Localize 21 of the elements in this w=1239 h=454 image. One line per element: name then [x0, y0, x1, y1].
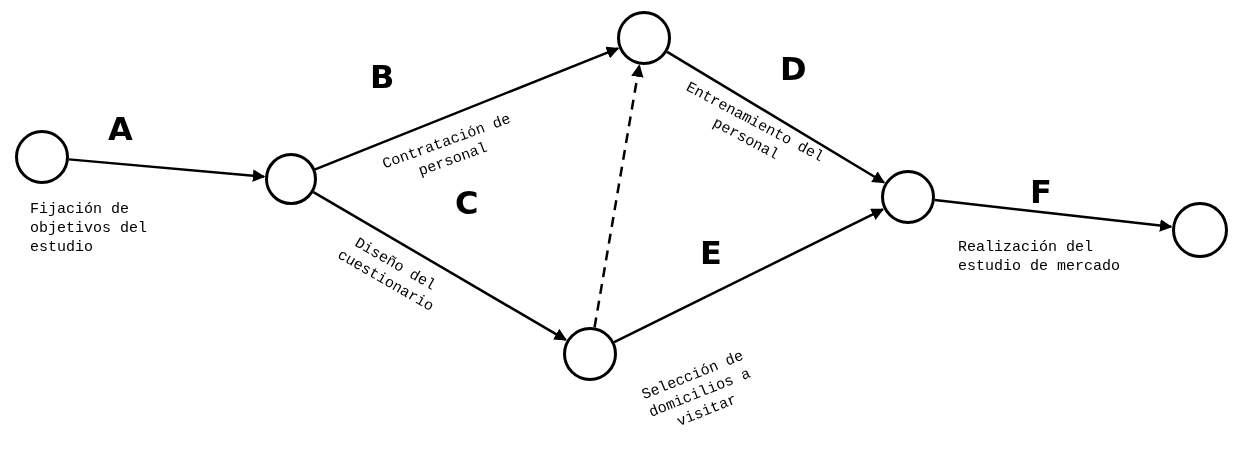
- arrow: [68, 158, 266, 182]
- arrow: [666, 50, 886, 184]
- event-circle: [15, 130, 69, 184]
- edge-label: A: [108, 112, 133, 146]
- arrow: [314, 46, 620, 171]
- event-circle: [617, 11, 671, 65]
- arrow: [312, 191, 567, 341]
- arrow: [934, 198, 1173, 232]
- edge-label: E: [700, 236, 722, 270]
- event-circle: [265, 153, 317, 205]
- event-circle: [563, 327, 617, 381]
- event-circle: [881, 170, 935, 224]
- edge-label: F: [1030, 175, 1052, 209]
- event-circle: [1172, 202, 1228, 258]
- arrow: [613, 208, 884, 344]
- dashed-arrow: [593, 64, 644, 328]
- edge-label: B: [370, 60, 395, 94]
- activity-description: Fijación de objetivos del estudio: [30, 200, 149, 257]
- edge-label: C: [455, 186, 479, 220]
- activity-description: Realización del estudio de mercado: [958, 238, 1122, 276]
- edge-label: D: [780, 52, 807, 86]
